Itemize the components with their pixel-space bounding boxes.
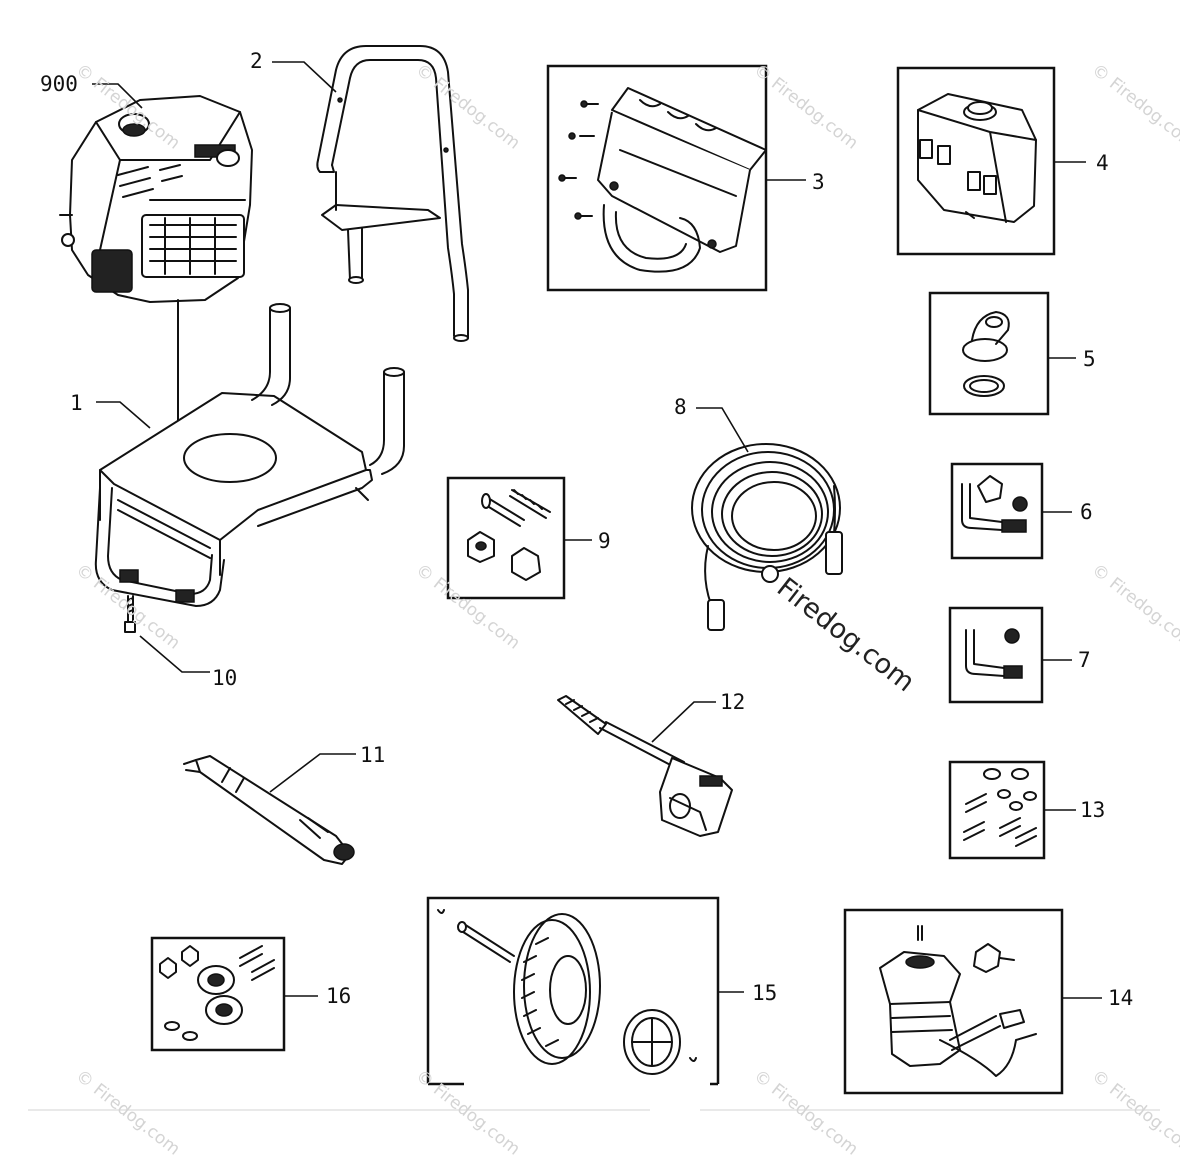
detergent-tank-drawing bbox=[917, 93, 1037, 223]
label-wheel-kit: 15 bbox=[752, 981, 778, 1005]
label-fitting-kit-b: 7 bbox=[1078, 648, 1091, 672]
label-nozzle-extension: 11 bbox=[360, 743, 386, 767]
wheel-kit-box bbox=[426, 896, 720, 1084]
mounting-hardware-drawing bbox=[963, 768, 1037, 847]
bearing-kit-drawing bbox=[159, 945, 275, 1041]
nozzle-extension-drawing bbox=[183, 755, 355, 865]
frame-bolt-drawing bbox=[124, 595, 136, 633]
engine-drawing bbox=[59, 95, 253, 466]
fitting-kit-b-box bbox=[948, 606, 1044, 704]
label-detergent-tank: 4 bbox=[1096, 151, 1109, 175]
cap-gasket-drawing bbox=[962, 311, 1010, 397]
panel-bracket-box bbox=[546, 64, 768, 292]
label-frame: 1 bbox=[70, 391, 83, 415]
label-spray-gun: 12 bbox=[720, 690, 746, 714]
fitting-kit-b-drawing bbox=[965, 628, 1023, 679]
label-fitting-kit-a: 6 bbox=[1080, 500, 1093, 524]
mounting-hardware-box bbox=[948, 760, 1046, 860]
cap-gasket-box bbox=[928, 291, 1050, 416]
pump-assembly-box bbox=[843, 908, 1064, 1095]
hose-drawing bbox=[691, 443, 843, 631]
label-handle-hardware: 9 bbox=[598, 529, 611, 553]
label-panel-bracket: 3 bbox=[812, 170, 825, 194]
bearing-kit-box bbox=[150, 936, 286, 1052]
label-bearing-kit: 16 bbox=[326, 984, 352, 1008]
label-engine: 900 bbox=[40, 72, 78, 96]
handle-hardware-drawing bbox=[467, 489, 551, 581]
label-cap-gasket-kit: 5 bbox=[1083, 347, 1096, 371]
panel-bracket-drawing bbox=[558, 87, 767, 273]
handle-drawing bbox=[316, 45, 469, 342]
spray-gun-drawing bbox=[557, 695, 733, 837]
detergent-tank-box bbox=[896, 66, 1056, 256]
wheel-kit-drawing bbox=[437, 909, 697, 1075]
fitting-kit-a-drawing bbox=[961, 475, 1028, 533]
label-high-pressure-hose: 8 bbox=[674, 395, 687, 419]
frame-drawing bbox=[94, 303, 405, 607]
label-handle: 2 bbox=[250, 49, 263, 73]
label-mounting-hardware: 13 bbox=[1080, 798, 1106, 822]
parts-diagram bbox=[28, 45, 1160, 1111]
label-pump-assembly: 14 bbox=[1108, 986, 1134, 1010]
pump-assembly-drawing bbox=[879, 925, 1037, 1077]
fitting-kit-a-box bbox=[950, 462, 1044, 560]
label-frame-bolt: 10 bbox=[212, 666, 238, 690]
leader-lines bbox=[92, 61, 1102, 999]
handle-hardware-box bbox=[446, 476, 566, 600]
